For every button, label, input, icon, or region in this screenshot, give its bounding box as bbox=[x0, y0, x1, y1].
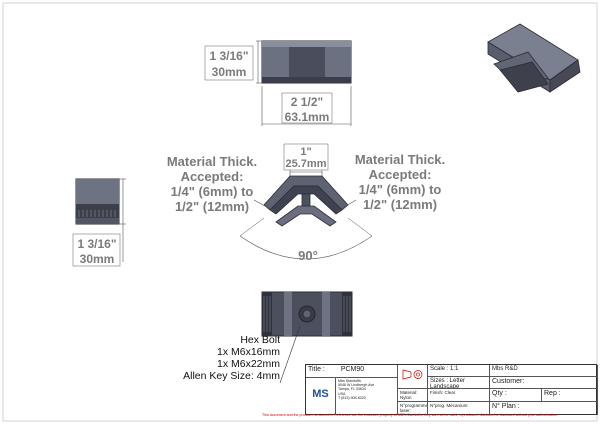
top-width-mm: 63.1mm bbox=[285, 110, 330, 124]
projection-icon bbox=[402, 369, 423, 380]
plan-cell: N° Plan : bbox=[490, 402, 598, 415]
material-right-line1: Material Thick. bbox=[354, 152, 446, 167]
address-line2: 5046 W Lindbergh Ave bbox=[338, 383, 375, 388]
material-left-line3: 1/4" (6mm) to bbox=[170, 184, 254, 199]
hardware-line3: 1x M6x22mm bbox=[216, 358, 280, 370]
customer-cell: Customer: bbox=[490, 377, 598, 389]
top-width-dimension bbox=[261, 86, 352, 126]
material-left-line4: 1/2" (12mm) bbox=[174, 199, 250, 214]
sizes-cell: Sizes : Letter Landscape bbox=[428, 377, 490, 389]
hardware-line2: 1x M6x16mm bbox=[216, 346, 280, 358]
top-height-mm: 30mm bbox=[212, 65, 247, 79]
hardware-line4: Allen Key Size: 4mm bbox=[183, 370, 280, 382]
title-label: Title : bbox=[308, 366, 325, 373]
material-right-line3: 1/4" (6mm) to bbox=[358, 182, 442, 197]
center-width-mm: 25.7mm bbox=[286, 158, 327, 170]
company-cell: Mbs R&D bbox=[490, 365, 598, 377]
hardware-note: Hex Bolt 1x M6x16mm 1x M6x22mm Allen Key… bbox=[158, 334, 280, 382]
material-left-label: Material Thick. Accepted: 1/4" (6mm) to … bbox=[152, 154, 272, 214]
address-cell: Mbs Standoffs 5046 W Lindbergh Ave Tampa… bbox=[336, 378, 398, 415]
address-line3: Tampa, FL 33634 bbox=[338, 387, 366, 392]
material-right-label: Material Thick. Accepted: 1/4" (6mm) to … bbox=[340, 152, 460, 212]
address-line1: Mbs Standoffs bbox=[338, 379, 361, 383]
projection-symbol-cell bbox=[398, 365, 428, 389]
address-line5: T (813) 908-8320 bbox=[338, 395, 366, 400]
top-height-dimension bbox=[204, 40, 262, 84]
top-height-frac: 1 3/16" bbox=[209, 49, 248, 63]
isometric-view bbox=[487, 23, 581, 93]
material-left-line2: Accepted: bbox=[180, 169, 244, 184]
top-view-part bbox=[261, 40, 352, 84]
right-material-leader bbox=[335, 199, 357, 213]
title-value: PCM90 bbox=[340, 366, 365, 373]
side-height-mm: 30mm bbox=[80, 252, 115, 266]
center-width-dimension bbox=[283, 143, 329, 176]
center-width-frac: 1" bbox=[300, 146, 311, 158]
material-cell: Material: Nylon bbox=[398, 389, 428, 402]
rep-cell: Rep : bbox=[542, 389, 598, 402]
programme-cell: N°programme laser: bbox=[400, 402, 428, 415]
angle-arc-end-left bbox=[239, 217, 265, 237]
hardware-line1: Hex Bolt bbox=[240, 334, 280, 346]
bottom-view-part bbox=[261, 291, 353, 337]
scale-cell: Scale : 1:1 bbox=[428, 365, 490, 377]
material-right-line4: 1/2" (12mm) bbox=[362, 197, 438, 212]
finish-cell: Finish: Clear bbox=[428, 389, 490, 402]
left-material-leader bbox=[253, 199, 277, 213]
center-v-part bbox=[263, 175, 349, 227]
hardware-leader bbox=[279, 325, 301, 384]
top-width-frac: 2 1/2" bbox=[291, 95, 323, 109]
address-line4: USA bbox=[338, 391, 346, 396]
side-height-frac: 1 3/16" bbox=[77, 237, 116, 251]
company-logo: MS bbox=[312, 388, 329, 400]
title-cell: Title : PCM90 bbox=[306, 365, 398, 378]
logo-cell: MS bbox=[306, 378, 336, 415]
title-block: Title : PCM90 Scale : 1:1 Mbs R&D Sizes … bbox=[305, 364, 598, 415]
angle-label: 90° bbox=[298, 248, 318, 263]
prog-cell: N°prog. Mécanium: bbox=[428, 402, 490, 415]
footer-notice: This document and the product mentioned … bbox=[262, 413, 557, 417]
qty-cell: Qty : bbox=[490, 389, 542, 402]
angle-arc bbox=[239, 235, 373, 260]
side-view-part bbox=[75, 178, 120, 225]
side-height-dimension bbox=[72, 178, 126, 267]
angle-arc-end-right bbox=[347, 217, 373, 237]
material-left-line1: Material Thick. bbox=[166, 154, 258, 169]
material-right-line2: Accepted: bbox=[368, 167, 432, 182]
